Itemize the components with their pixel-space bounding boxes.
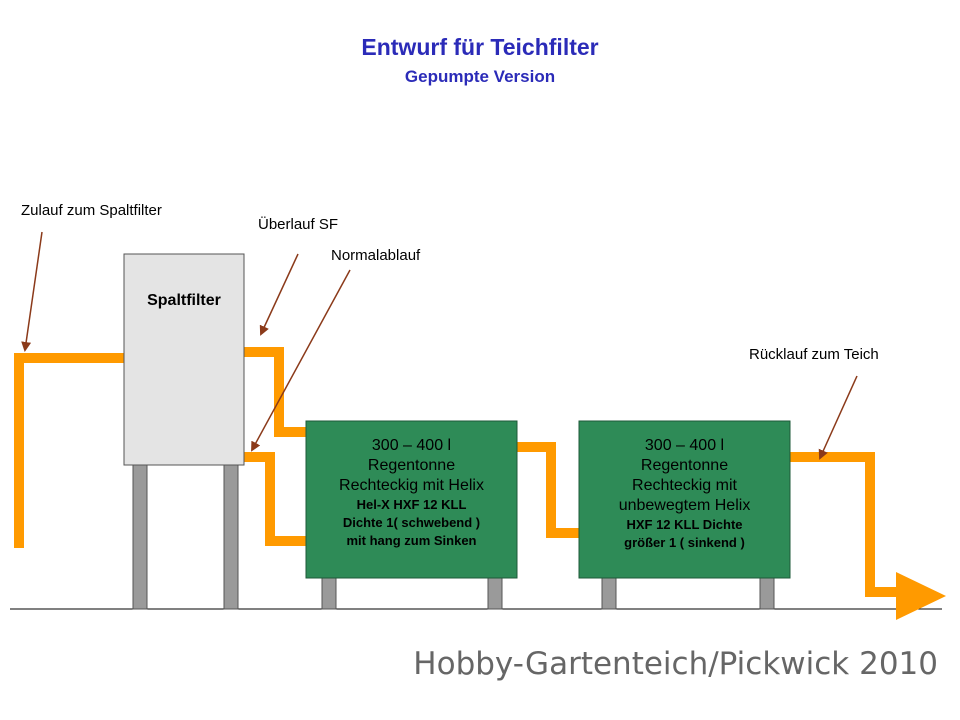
inlet-label: Zulauf zum Spaltfilter xyxy=(21,202,162,219)
tank1-volume: 300 – 400 l xyxy=(371,437,452,454)
inlet-pointer-arrow xyxy=(21,231,43,352)
diagram-title: Entwurf für Teichfilter xyxy=(361,34,599,60)
return-pipe xyxy=(790,452,905,597)
normal-drain-label: Normalablauf xyxy=(331,247,421,264)
tank2-density: HXF 12 KLL Dichte xyxy=(626,517,743,532)
spaltfilter-label: Spaltfilter xyxy=(147,292,221,309)
tank1-text: 300 – 400 l Regentonne Rechteckig mit He… xyxy=(306,436,517,550)
inlet-pipe xyxy=(14,353,125,548)
tank2-text: 300 – 400 l Regentonne Rechteckig mit un… xyxy=(579,436,790,552)
tank1-note: mit hang zum Sinken xyxy=(346,533,477,548)
normal-drain-pipe xyxy=(244,452,307,546)
tank1-box xyxy=(305,420,518,579)
connector-pipe xyxy=(517,442,580,538)
tank2-note: größer 1 ( sinkend ) xyxy=(624,535,745,550)
spaltfilter-box xyxy=(123,253,245,466)
tank2-media: unbewegtem Helix xyxy=(618,497,751,514)
tank2-shape: Rechteckig mit xyxy=(632,477,737,494)
tank1-type: Regentonne xyxy=(367,457,456,474)
normal-pointer-arrow xyxy=(251,269,351,452)
overflow-pipe xyxy=(244,347,307,437)
return-label: Rücklauf zum Teich xyxy=(749,346,879,363)
tank2-type: Regentonne xyxy=(640,457,729,474)
return-pointer-arrow xyxy=(818,375,858,460)
tank1-shape: Rechteckig mit Helix xyxy=(339,477,484,494)
spaltfilter-leg-left xyxy=(132,464,148,610)
overflow-label: Überlauf SF xyxy=(258,216,339,233)
tank2-volume: 300 – 400 l xyxy=(644,437,725,454)
tank1-media: Hel-X HXF 12 KLL xyxy=(356,497,467,512)
tank2-leg-right xyxy=(759,577,775,610)
tank2-leg-left xyxy=(601,577,617,610)
tank1-leg-left xyxy=(321,577,337,610)
diagram-subtitle: Gepumpte Version xyxy=(404,67,556,86)
overflow-pointer-arrow xyxy=(259,253,299,336)
watermark: Hobby-Gartenteich/Pickwick 2010 xyxy=(413,646,938,682)
tank1-density: Dichte 1( schwebend ) xyxy=(342,515,481,530)
tank1-leg-right xyxy=(487,577,503,610)
tank2-box xyxy=(578,420,791,579)
return-arrowhead xyxy=(896,572,946,620)
spaltfilter-leg-right xyxy=(223,464,239,610)
